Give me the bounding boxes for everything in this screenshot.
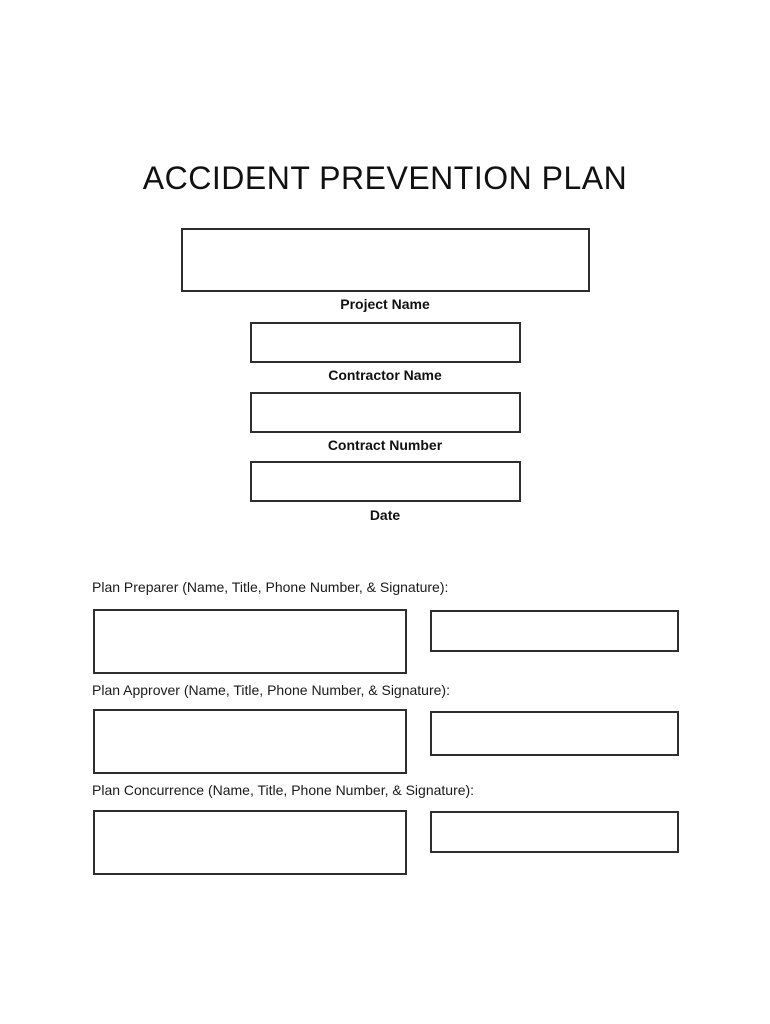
plan-concurrence-section-label: Plan Concurrence (Name, Title, Phone Num…	[92, 782, 475, 798]
project-name-field[interactable]	[181, 228, 590, 292]
project-name-label: Project Name	[340, 296, 430, 312]
plan-concurrence-info-field[interactable]	[93, 810, 407, 875]
contractor-name-field[interactable]	[250, 322, 521, 363]
plan-preparer-info-field[interactable]	[93, 609, 407, 674]
date-field[interactable]	[250, 461, 521, 502]
page-title: ACCIDENT PREVENTION PLAN	[142, 160, 628, 196]
plan-concurrence-signature-field[interactable]	[430, 811, 679, 853]
plan-preparer-section-label: Plan Preparer (Name, Title, Phone Number…	[92, 579, 449, 595]
plan-approver-signature-field[interactable]	[430, 711, 679, 756]
contract-number-label: Contract Number	[327, 437, 443, 453]
plan-approver-info-field[interactable]	[93, 709, 407, 774]
contractor-name-label: Contractor Name	[328, 367, 442, 383]
plan-preparer-signature-field[interactable]	[430, 610, 679, 652]
plan-approver-section-label: Plan Approver (Name, Title, Phone Number…	[92, 682, 450, 698]
contract-number-field[interactable]	[250, 392, 521, 433]
date-label: Date	[369, 507, 401, 523]
